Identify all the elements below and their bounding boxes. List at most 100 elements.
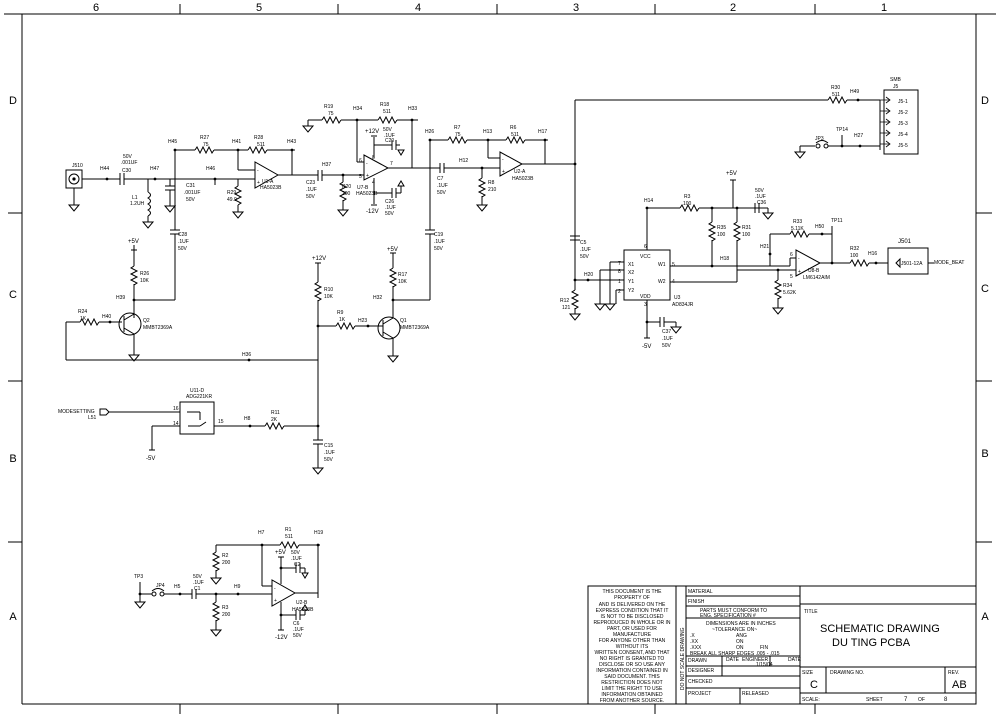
component-value: 5.11K xyxy=(791,226,804,232)
component-ref: C36 xyxy=(757,200,766,206)
resistor-R6 xyxy=(505,135,526,145)
resistor-R34 xyxy=(773,279,783,300)
transistor-Q2 xyxy=(118,312,142,336)
output-net-label: MODE_BEAT xyxy=(934,260,964,266)
power-n12-label: -12V xyxy=(366,209,379,215)
u3-pin-label: Y2 xyxy=(628,288,634,294)
sheet-label: SHEET xyxy=(866,697,883,703)
u2a-stage: H26 R7 75 H13 R6 511 H17 C7 .1UF 50V H12… xyxy=(425,100,577,250)
tolerance-label: .XX xyxy=(690,639,699,645)
svg-text:2: 2 xyxy=(618,289,621,295)
node-label: H33 xyxy=(408,106,417,112)
component-ref: C20 xyxy=(385,138,394,144)
notice-line: LIMIT THE RIGHT TO USE xyxy=(602,686,663,692)
component-value: 50V xyxy=(383,127,393,133)
notice-line: WRITTEN CONSENT, AND THAT xyxy=(594,650,669,656)
component-ref: U2-A xyxy=(514,169,526,175)
component-value: .1UF xyxy=(580,247,591,253)
zone-top-4: 4 xyxy=(415,2,421,14)
smb-pin: J5-5 xyxy=(898,143,908,149)
power-p5-label: +5V xyxy=(726,171,737,177)
notice-line: SAID DOCUMENT. THIS xyxy=(604,674,660,680)
component-value: 511 xyxy=(383,109,391,115)
title-label: TITLE xyxy=(804,609,818,615)
component-value: .1UF xyxy=(324,450,335,456)
component-value: .1UF xyxy=(437,183,448,189)
smb-pin: J5-1 xyxy=(898,99,908,105)
input-connector-label: J510 xyxy=(72,163,83,169)
component-ref: C28 xyxy=(178,232,187,238)
component-ref: R30 xyxy=(831,85,840,91)
component-value: 1.2UH xyxy=(130,201,145,207)
drawing-border xyxy=(4,4,996,714)
finish-label: FINISH xyxy=(688,599,705,605)
component-value: 511 xyxy=(285,534,293,540)
component-value: 511 xyxy=(511,132,519,138)
node-label: H26 xyxy=(425,129,434,135)
component-ref: C5 xyxy=(580,240,587,246)
u3-pin-label: Y1 xyxy=(628,279,634,285)
node-label: H41 xyxy=(232,139,241,145)
eng-spec-line: PARTS MUST CONFORM TO xyxy=(700,608,767,614)
mode-setting-ref: L51 xyxy=(88,415,97,421)
svg-text:6: 6 xyxy=(359,158,362,164)
node-label: H18 xyxy=(720,256,729,262)
power-p5-label: +5V xyxy=(275,550,286,556)
date-header: DATE xyxy=(788,657,802,663)
component-value: 511 xyxy=(832,92,840,98)
of-value: 8 xyxy=(944,697,948,703)
opamp-U2A xyxy=(499,151,524,177)
svg-text:+: + xyxy=(798,269,801,275)
notice-line: THIS DOCUMENT IS THE xyxy=(603,589,663,595)
svg-text:-: - xyxy=(274,586,276,592)
resistor-R32 xyxy=(849,258,870,268)
component-value: 511 xyxy=(257,142,265,148)
node-label: H5 xyxy=(174,584,181,590)
notice-line: EXPRESS CONDITION THAT IT xyxy=(596,608,669,614)
component-value: 50V xyxy=(755,188,765,194)
svg-text:8: 8 xyxy=(618,269,621,275)
component-ref: Q1 xyxy=(400,318,407,324)
node-label: H43 xyxy=(287,139,296,145)
title-block: THIS DOCUMENT IS THE PROPERTY OF AND IS … xyxy=(587,585,977,705)
q2-stage: +5V R26 10K H39 R24 1K H40 Q2 MMBT2369A … xyxy=(65,239,318,362)
resistor-R10 xyxy=(313,281,323,302)
designer-label: DESIGNER xyxy=(688,668,715,674)
notice-line: IS NOT TO BE DISCLOSED xyxy=(600,614,663,620)
component-ref: R29 xyxy=(227,190,236,196)
component-ref: C31 xyxy=(186,183,195,189)
component-value: 49.9 xyxy=(227,197,237,203)
node-label: H44 xyxy=(100,166,109,172)
component-ref: R19 xyxy=(324,104,333,110)
component-value: 10K xyxy=(140,278,150,284)
node-label: H46 xyxy=(206,166,215,172)
u3-pin-label: X2 xyxy=(628,270,634,276)
material-label: MATERIAL xyxy=(688,589,713,595)
component-ref: R24 xyxy=(78,309,87,315)
node-label: H9 xyxy=(234,584,241,590)
component-ref: R10 xyxy=(324,287,333,293)
component-ref: R1 xyxy=(285,527,292,533)
smb-pin: J5-2 xyxy=(898,110,908,116)
output-connector-label: J501 xyxy=(898,239,912,245)
node-label: H21 xyxy=(760,244,769,250)
dimensions-line: DIMENSIONS ARE IN INCHES xyxy=(706,621,776,627)
resistor-R11 xyxy=(264,421,285,431)
size-value: C xyxy=(810,679,818,691)
resistor-R3 xyxy=(679,203,700,213)
component-ref: C7 xyxy=(437,176,444,182)
component-value: 50V xyxy=(293,633,303,639)
testpoint-label: TP14 xyxy=(836,127,848,133)
component-ref: R34 xyxy=(783,283,792,289)
resistor-R17 xyxy=(388,267,398,288)
svg-text:6: 6 xyxy=(790,252,793,258)
node-label: H49 xyxy=(850,89,859,95)
node-label: H37 xyxy=(322,162,331,168)
node-label: H50 xyxy=(815,224,824,230)
component-ref: U3 xyxy=(674,295,681,301)
resistor-R20 xyxy=(338,181,348,202)
svg-text:-: - xyxy=(257,168,259,174)
released-label: RELEASED xyxy=(742,691,769,697)
row-left-B: B xyxy=(9,453,16,465)
node-label: H47 xyxy=(150,166,159,172)
